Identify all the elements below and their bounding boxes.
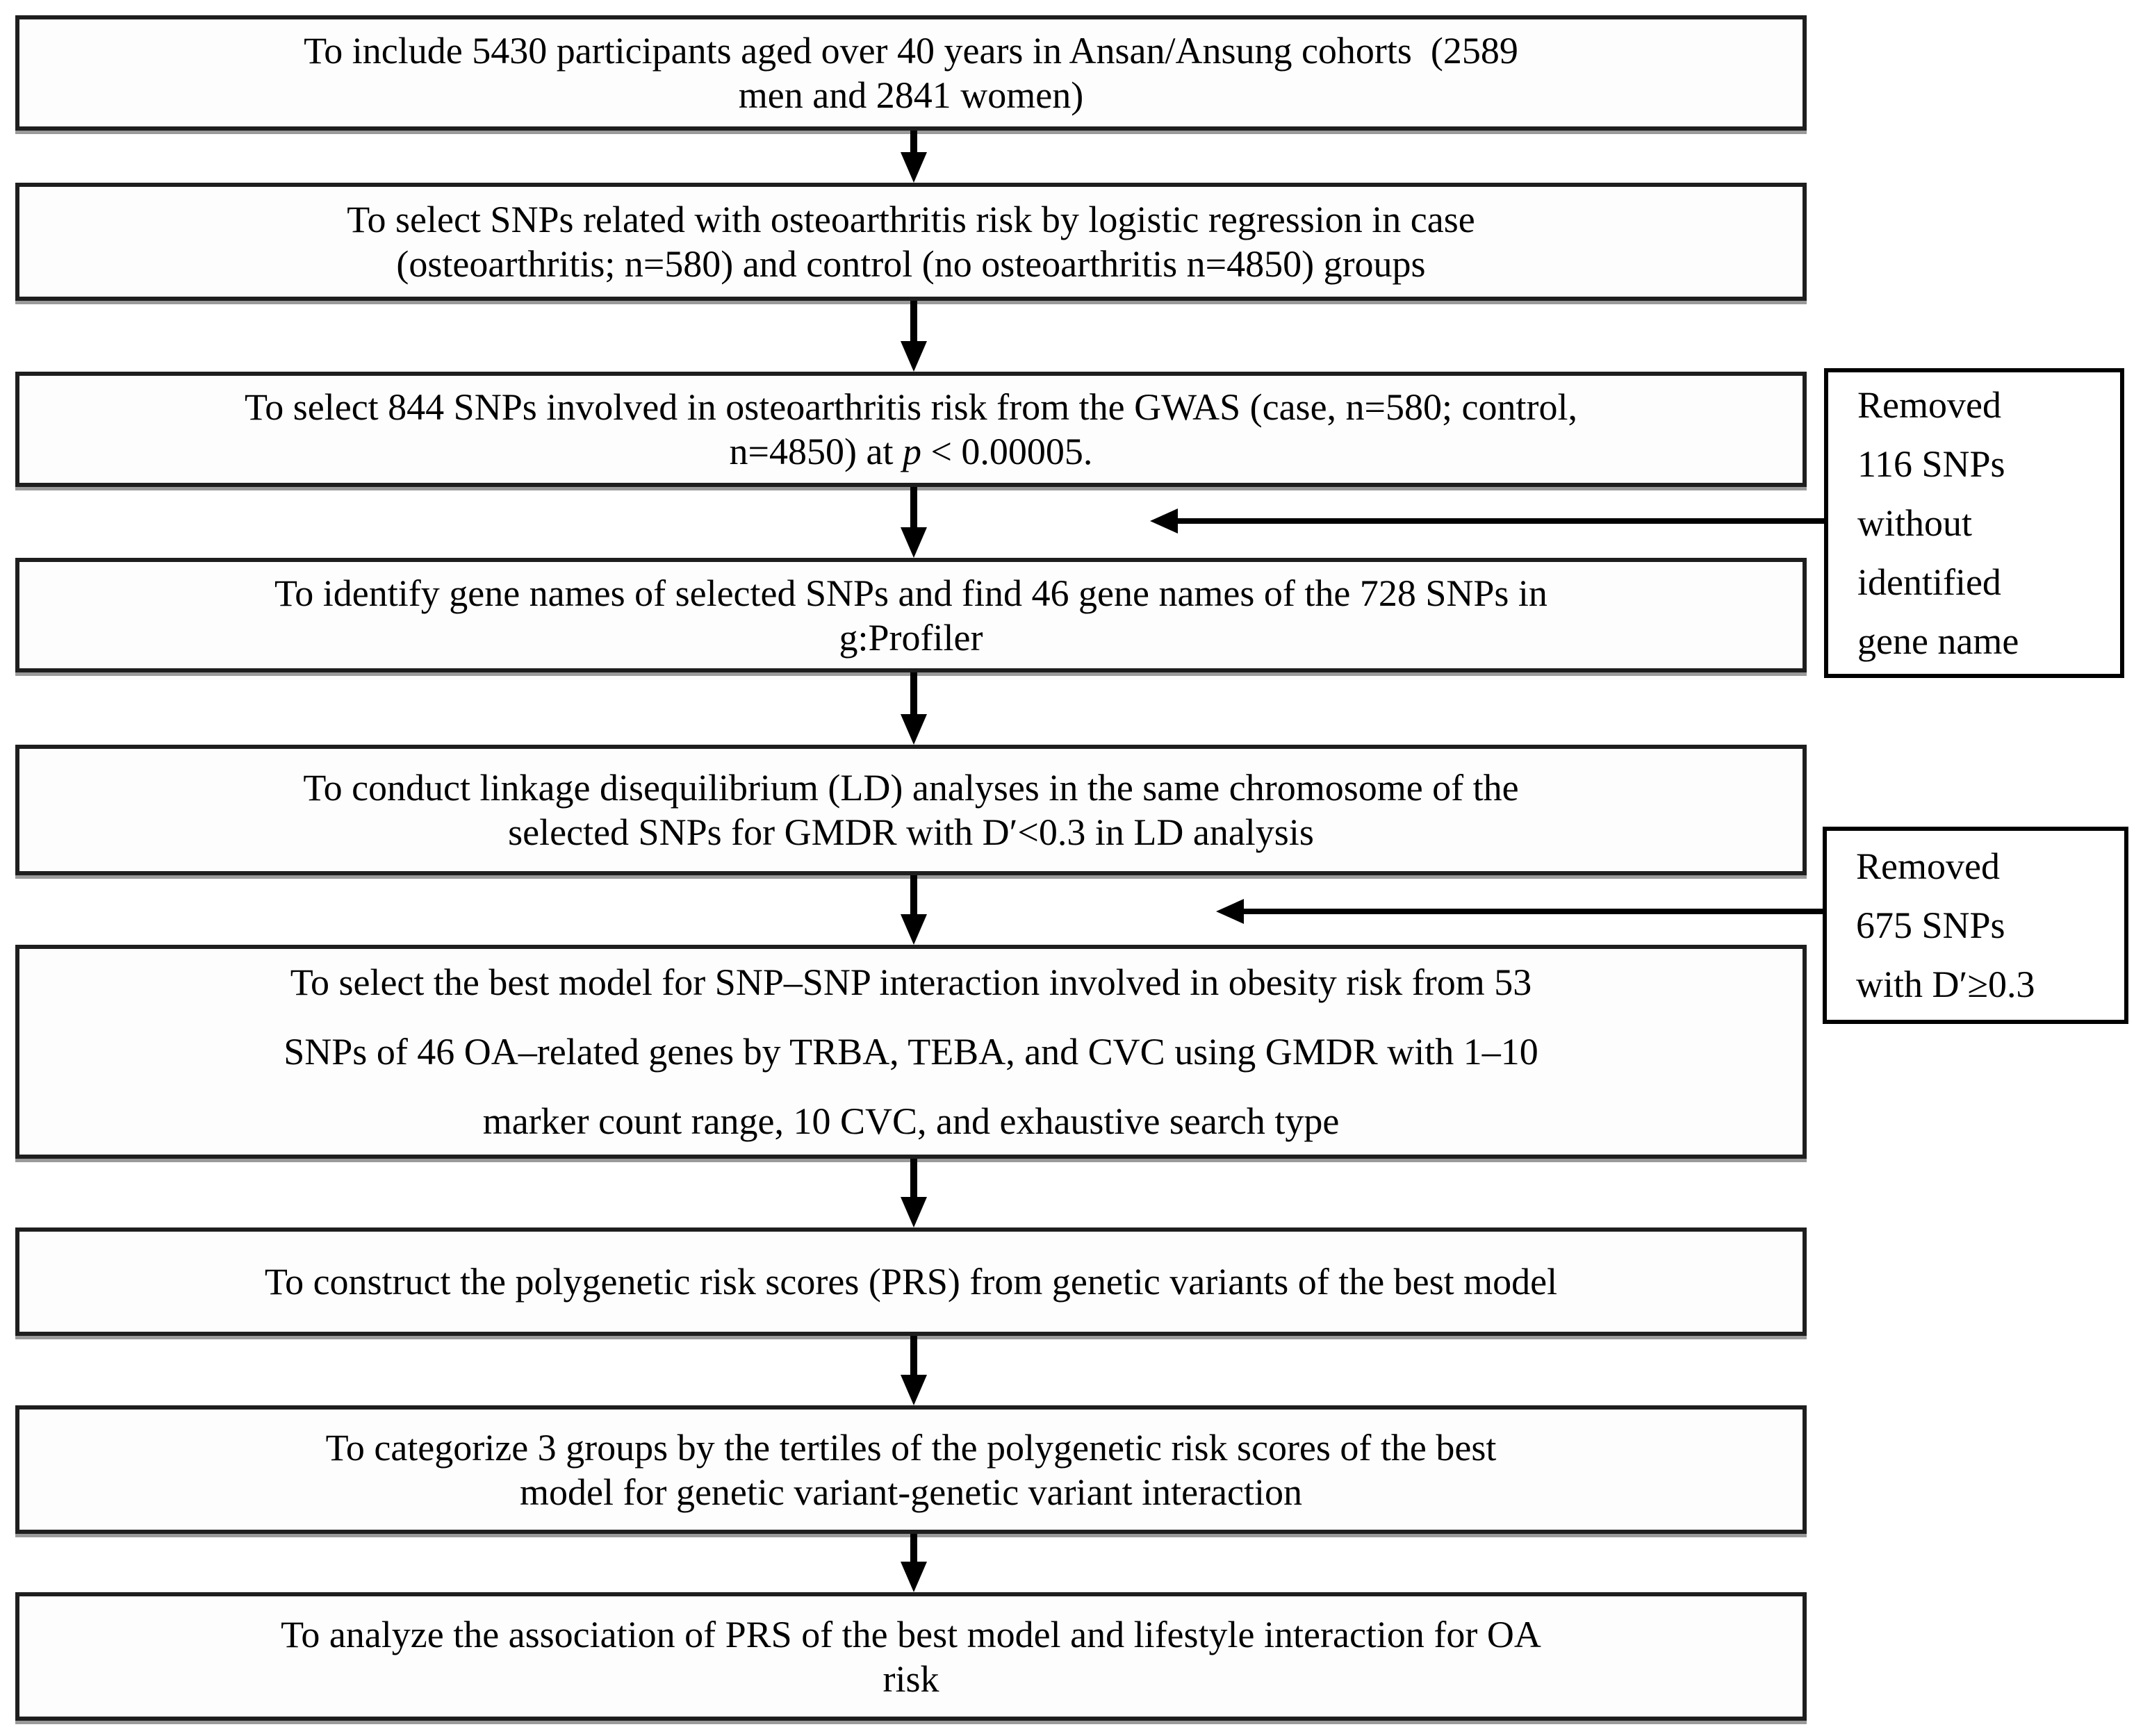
left-arrow-1 (1150, 509, 1824, 534)
flow-step-7-text: To construct the polygenetic risk scores… (264, 1261, 1558, 1303)
down-arrow-3-head-icon (901, 527, 927, 558)
down-arrow-2-stem (910, 301, 917, 345)
flow-step-8-categorize-tertiles: To categorize 3 groups by the tertiles o… (15, 1405, 1807, 1534)
down-arrow-4 (901, 672, 927, 745)
down-arrow-6 (901, 1159, 927, 1227)
down-arrow-6-stem (910, 1159, 917, 1201)
left-arrow-2 (1216, 899, 1823, 924)
side-note-removed-675-snps: Removed 675 SNPs with D′≥0.3 (1823, 827, 2128, 1024)
flow-step-3-text-before: To select 844 SNPs involved in osteoarth… (245, 386, 1577, 472)
flow-step-6-text: To select the best model for SNP–SNP int… (284, 961, 1538, 1142)
down-arrow-7 (901, 1336, 927, 1405)
flow-step-9-analyze-association: To analyze the association of PRS of the… (15, 1592, 1807, 1721)
down-arrow-6-head-icon (901, 1197, 927, 1227)
down-arrow-5 (901, 875, 927, 945)
left-arrow-2-head-icon (1216, 899, 1244, 924)
flow-step-3-italic-p: p (902, 431, 921, 472)
down-arrow-1 (901, 131, 927, 183)
down-arrow-2 (901, 301, 927, 372)
flow-step-2-select-snps-logistic: To select SNPs related with osteoarthrit… (15, 183, 1807, 301)
down-arrow-7-stem (910, 1336, 917, 1379)
flow-step-5-text: To conduct linkage disequilibrium (LD) a… (303, 767, 1519, 853)
left-arrow-1-head-icon (1150, 509, 1178, 534)
down-arrow-4-head-icon (901, 714, 927, 745)
down-arrow-2-head-icon (901, 341, 927, 372)
flow-step-4-identify-gene-names: To identify gene names of selected SNPs … (15, 558, 1807, 672)
down-arrow-3-stem (910, 487, 917, 531)
down-arrow-1-stem (910, 131, 917, 156)
flow-step-6-select-best-model: To select the best model for SNP–SNP int… (15, 945, 1807, 1159)
flow-step-5-ld-analyses: To conduct linkage disequilibrium (LD) a… (15, 745, 1807, 875)
down-arrow-1-head-icon (901, 152, 927, 183)
down-arrow-7-head-icon (901, 1375, 927, 1405)
flow-step-1-text: To include 5430 participants aged over 4… (304, 30, 1518, 116)
flow-step-3-select-844-snps: To select 844 SNPs involved in osteoarth… (15, 372, 1807, 487)
side-note-2-text: Removed 675 SNPs with D′≥0.3 (1856, 845, 2035, 1005)
down-arrow-3 (901, 487, 927, 558)
left-arrow-1-stem (1175, 518, 1824, 524)
flow-step-4-text: To identify gene names of selected SNPs … (274, 572, 1547, 659)
flow-step-3-text-after: < 0.00005. (921, 431, 1093, 472)
left-arrow-2-stem (1241, 909, 1823, 914)
down-arrow-4-stem (910, 672, 917, 718)
down-arrow-8 (901, 1534, 927, 1592)
down-arrow-8-stem (910, 1534, 917, 1566)
side-note-1-text: Removed 116 SNPs without identified gene… (1857, 383, 2019, 662)
down-arrow-5-head-icon (901, 914, 927, 945)
down-arrow-8-head-icon (901, 1562, 927, 1592)
flow-step-8-text: To categorize 3 groups by the tertiles o… (325, 1426, 1497, 1513)
flow-step-3-text: To select 844 SNPs involved in osteoarth… (245, 385, 1577, 474)
flow-step-1-include-participants: To include 5430 participants aged over 4… (15, 15, 1807, 131)
side-note-removed-116-snps: Removed 116 SNPs without identified gene… (1824, 368, 2124, 678)
flow-step-9-text: To analyze the association of PRS of the… (281, 1613, 1541, 1700)
flow-step-7-construct-prs: To construct the polygenetic risk scores… (15, 1227, 1807, 1336)
flow-step-2-text: To select SNPs related with osteoarthrit… (347, 199, 1475, 285)
down-arrow-5-stem (910, 875, 917, 918)
